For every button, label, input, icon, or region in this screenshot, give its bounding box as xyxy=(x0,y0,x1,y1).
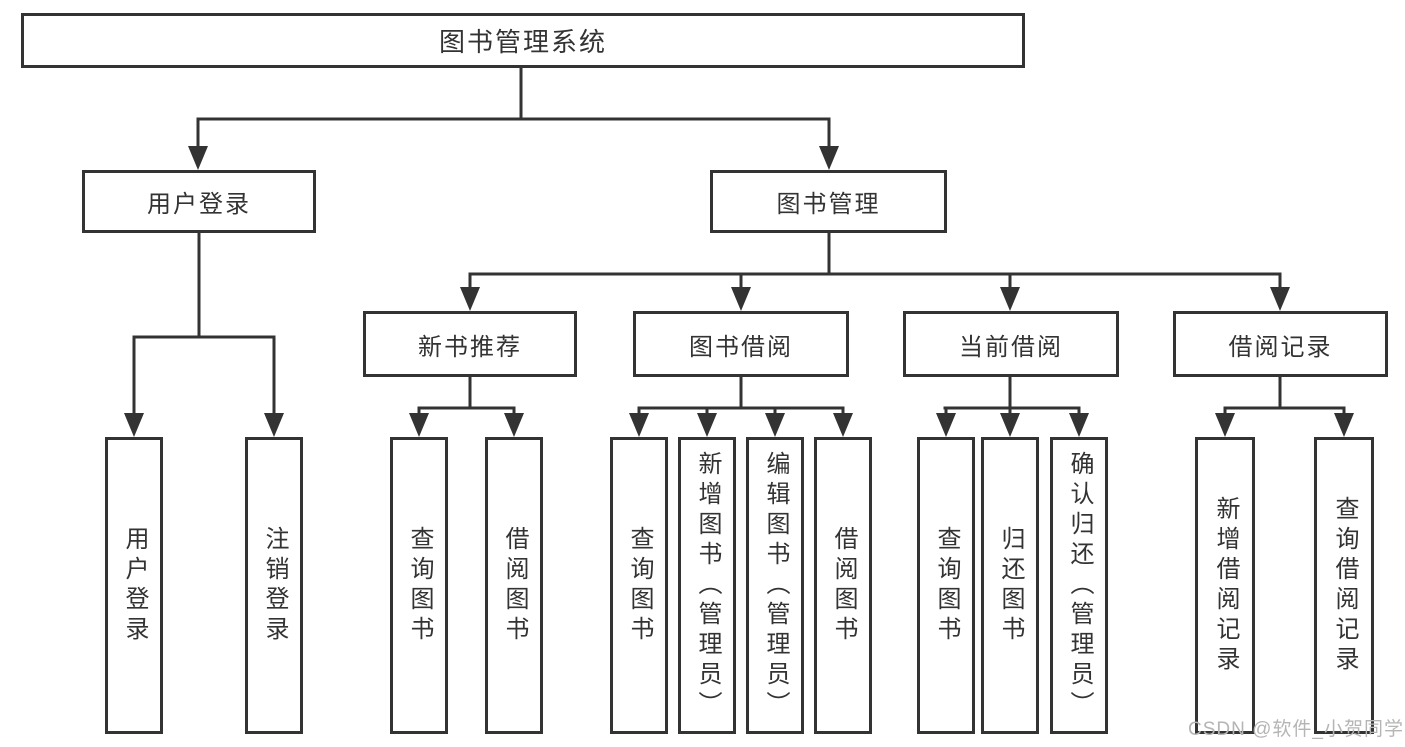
node-label: 图书管理 xyxy=(776,191,881,218)
leaf-label: 查询图书 xyxy=(626,525,653,646)
arrowhead-down-icon xyxy=(765,413,785,437)
arrowhead-down-icon xyxy=(697,413,717,437)
leaf-label: 归还图书 xyxy=(997,525,1024,646)
leaf-label: 用户登录 xyxy=(121,525,148,646)
leaf-add-books-admin: 新增图书（管理员） xyxy=(678,437,736,734)
arrowhead-down-icon xyxy=(819,146,839,170)
leaf-query-books: 查询图书 xyxy=(390,437,448,734)
arrowhead-down-icon xyxy=(460,287,480,311)
arrowhead-down-icon xyxy=(1000,413,1020,437)
node-label: 借阅记录 xyxy=(1228,333,1333,361)
leaf-query-books: 查询图书 xyxy=(610,437,668,734)
leaf-label: 查询借阅记录 xyxy=(1331,495,1358,676)
arrowhead-down-icon xyxy=(264,413,284,437)
arrowhead-down-icon xyxy=(188,146,208,170)
arrowhead-down-icon xyxy=(936,413,956,437)
leaf-label: 查询图书 xyxy=(406,525,433,646)
node-book-borrow: 图书借阅 xyxy=(633,311,849,377)
leaf-label: 编辑图书（管理员） xyxy=(762,450,789,721)
node-label: 图书管理系统 xyxy=(438,27,607,57)
node-book-management: 图书管理 xyxy=(710,170,947,233)
leaf-edit-books-admin: 编辑图书（管理员） xyxy=(746,437,804,734)
leaf-label: 借阅图书 xyxy=(501,525,528,646)
leaf-return-books: 归还图书 xyxy=(981,437,1039,734)
leaf-add-borrow-record: 新增借阅记录 xyxy=(1195,437,1255,734)
leaf-query-borrow-record: 查询借阅记录 xyxy=(1314,437,1374,734)
arrowhead-down-icon xyxy=(629,413,649,437)
arrowhead-down-icon xyxy=(124,413,144,437)
leaf-label: 新增借阅记录 xyxy=(1212,495,1239,676)
csdn-watermark: CSDN @软件_小贺同学 xyxy=(1188,719,1404,740)
node-borrow-records: 借阅记录 xyxy=(1173,311,1388,377)
arrowhead-down-icon xyxy=(1334,413,1354,437)
leaf-user-login: 用户登录 xyxy=(105,437,163,734)
arrowhead-down-icon xyxy=(833,413,853,437)
node-new-book-recommend: 新书推荐 xyxy=(363,311,577,377)
node-current-borrow: 当前借阅 xyxy=(903,311,1119,377)
arrowhead-down-icon xyxy=(731,287,751,311)
leaf-borrow-books: 借阅图书 xyxy=(814,437,872,734)
leaf-label: 查询图书 xyxy=(933,525,960,646)
arrowhead-down-icon xyxy=(504,413,524,437)
arrowhead-down-icon xyxy=(1215,413,1235,437)
node-label: 用户登录 xyxy=(147,191,251,218)
arrowhead-down-icon xyxy=(1270,287,1290,311)
node-root-library-system: 图书管理系统 xyxy=(21,13,1025,68)
node-user-login: 用户登录 xyxy=(82,170,316,233)
leaf-label: 注销登录 xyxy=(261,525,288,646)
arrowhead-down-icon xyxy=(409,413,429,437)
leaf-borrow-books: 借阅图书 xyxy=(485,437,543,734)
node-label: 图书借阅 xyxy=(689,333,793,361)
leaf-query-books: 查询图书 xyxy=(917,437,975,734)
arrowhead-down-icon xyxy=(1000,287,1020,311)
leaf-confirm-return-admin: 确认归还（管理员） xyxy=(1050,437,1108,734)
leaf-label: 新增图书（管理员） xyxy=(694,450,721,721)
leaf-label: 确认归还（管理员） xyxy=(1066,450,1093,721)
leaf-logout: 注销登录 xyxy=(245,437,303,734)
arrowhead-down-icon xyxy=(1069,413,1089,437)
node-label: 当前借阅 xyxy=(959,333,1063,361)
node-label: 新书推荐 xyxy=(418,333,522,361)
leaf-label: 借阅图书 xyxy=(830,525,857,646)
